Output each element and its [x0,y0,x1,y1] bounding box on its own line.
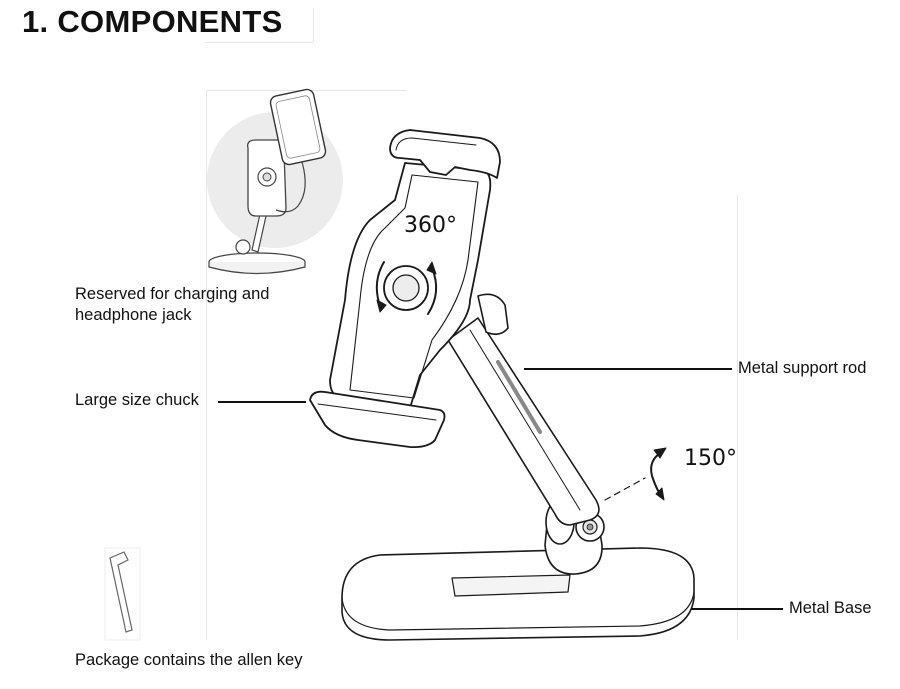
leader-line-chuck [218,401,306,403]
charging-inset-image [207,88,343,275]
guide-line-title-bottom [205,42,313,43]
guide-line-left [206,90,207,640]
label-metal-base: Metal Base [789,599,872,617]
tablet-stand-image [309,129,695,641]
rotation-angle-label: 360° [404,213,457,238]
label-allen-key: Package contains the allen key [75,651,303,669]
label-large-chuck: Large size chuck [75,391,199,409]
tilt-angle-label: 150° [684,446,737,471]
guide-line-title [313,8,314,42]
guide-line-right [737,195,738,640]
allen-key-image [104,547,141,641]
leader-line-base [605,608,783,610]
page-title: 1. COMPONENTS [22,4,283,39]
leader-line-rod [524,368,732,370]
label-support-rod: Metal support rod [738,359,867,377]
label-charging-jack: Reserved for charging and headphone jack [75,285,270,324]
